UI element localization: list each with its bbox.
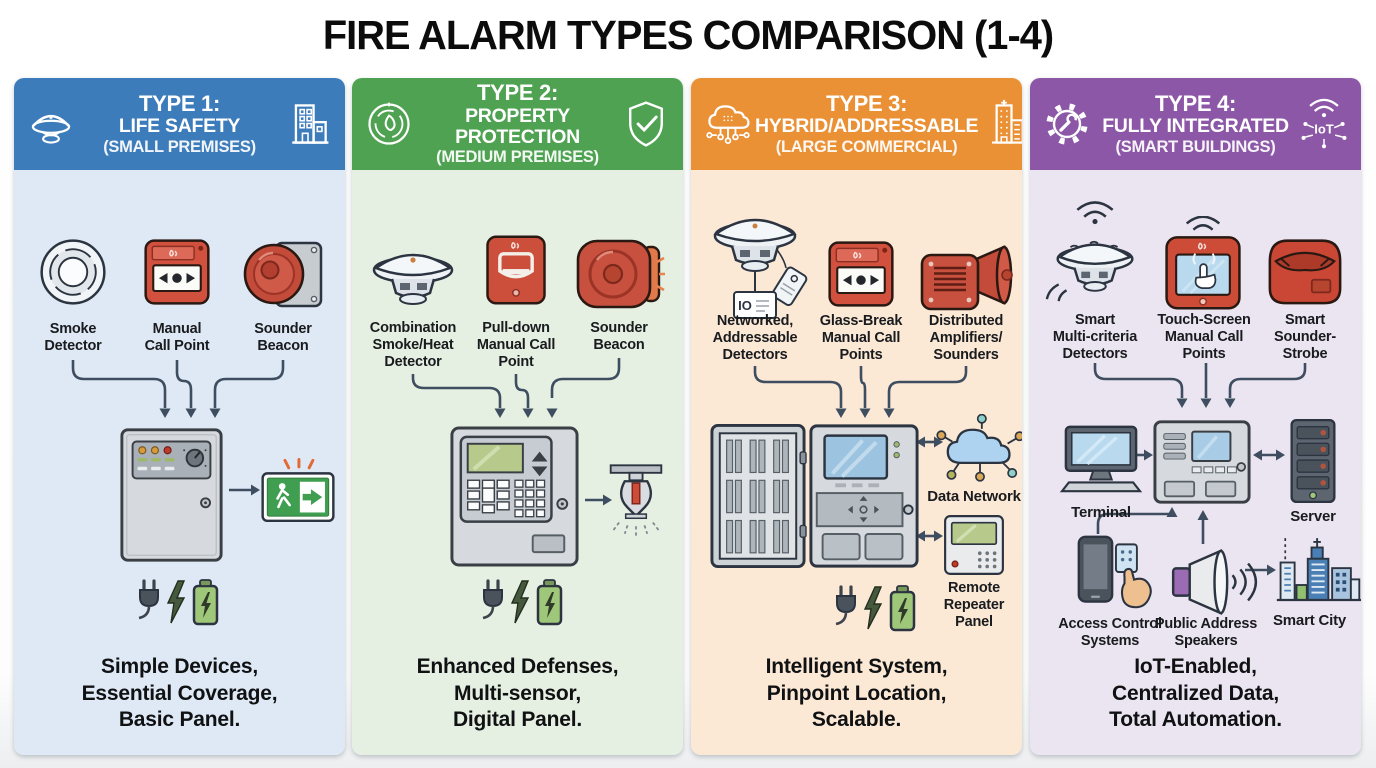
device-label: Smart Sounder- Strobe — [1273, 312, 1337, 362]
type1-header: TYPE 1: LIFE SAFETY (SMALL PREMISES) — [14, 78, 345, 170]
remote-repeater-panel-icon — [941, 512, 1007, 578]
smoke-detector-icon — [24, 98, 78, 150]
type-name: HYBRID/ADDRESSABLE — [755, 115, 979, 138]
detector-id-tag-text: IO — [738, 298, 752, 313]
sprinkler-icon — [606, 460, 666, 540]
type-label: TYPE 3: — [826, 91, 908, 117]
type-label: TYPE 1: — [138, 91, 221, 117]
type-label: TYPE 4: — [1154, 91, 1237, 117]
type4-header: TYPE 4: FULLY INTEGRATED (SMART BUILDING… — [1030, 78, 1361, 170]
tower-building-icon — [978, 98, 1022, 150]
sounder-beacon-icon — [573, 234, 665, 314]
gear-wrench-icon — [1040, 98, 1094, 150]
integrated-panel-icon — [1152, 418, 1252, 506]
combination-smoke-heat-detector-icon — [368, 240, 458, 312]
type2-summary: Enhanced Defenses, Multi-sensor, Digital… — [416, 655, 619, 732]
type-scope: (SMART BUILDINGS) — [1115, 137, 1276, 156]
terminal-icon — [1056, 422, 1146, 500]
flame-badge-icon — [362, 98, 416, 150]
type4-column: TYPE 4: FULLY INTEGRATED (SMART BUILDING… — [1030, 78, 1361, 755]
distributed-amplifier-sounder-icon — [918, 238, 1014, 318]
networked-addressable-detector-icon: IO — [713, 218, 808, 319]
server-icon — [1287, 416, 1339, 506]
glass-break-call-point-icon — [823, 236, 899, 312]
iot-icon: IoT — [1297, 98, 1351, 150]
type4-header-text: TYPE 4: FULLY INTEGRATED (SMART BUILDING… — [1094, 91, 1297, 156]
smoke-detector-icon — [35, 234, 111, 310]
node-label: Public Address Speakers — [1154, 616, 1258, 649]
sounder-beacon-icon — [241, 234, 325, 314]
type3-body: IO Networked, Addressable Detectors Glas… — [691, 170, 1022, 755]
device-label: Smart Multi-criteria Detectors — [1052, 312, 1138, 362]
exit-sign-icon — [258, 458, 338, 526]
type1-column: TYPE 1: LIFE SAFETY (SMALL PREMISES) — [14, 78, 345, 755]
type2-header-text: TYPE 2: PROPERTY PROTECTION (MEDIUM PREM… — [416, 80, 619, 167]
type4-body: Smart Multi-criteria Detectors Touch-Scr… — [1030, 170, 1361, 755]
type-name: PROPERTY PROTECTION — [455, 104, 580, 149]
node-label: Smart City — [1272, 612, 1347, 629]
touch-screen-call-point-icon — [1157, 216, 1249, 320]
shield-check-icon — [619, 98, 673, 150]
power-supply-icons — [825, 582, 921, 634]
pull-down-call-point-icon — [478, 232, 554, 308]
type1-body: Smoke Detector Manual Call Point Sounder… — [14, 170, 345, 755]
type2-body: Combination Smoke/Heat Detector Pull-dow… — [352, 170, 683, 755]
device-label: Sounder Beacon — [590, 320, 648, 353]
device-label: Sounder Beacon — [254, 321, 312, 354]
device-label: Pull-down Manual Call Point — [476, 320, 556, 370]
device-label: Touch-Screen Manual Call Points — [1157, 312, 1251, 362]
type4-summary: IoT-Enabled, Centralized Data, Total Aut… — [1109, 655, 1282, 732]
basic-panel-icon — [118, 425, 225, 565]
type2-header: TYPE 2: PROPERTY PROTECTION (MEDIUM PREM… — [352, 78, 683, 170]
type-name: FULLY INTEGRATED — [1102, 115, 1289, 138]
smart-multicriteria-detector-icon — [1041, 200, 1149, 308]
type3-header: TYPE 3: HYBRID/ADDRESSABLE (LARGE COMMER… — [691, 78, 1022, 170]
node-label: Server — [1290, 508, 1336, 525]
manual-call-point-icon — [139, 234, 215, 310]
cabinet-door-icon — [709, 422, 807, 570]
node-label: Remote Repeater Panel — [943, 580, 1005, 630]
smart-sounder-strobe-icon — [1260, 228, 1350, 310]
device-label: Combination Smoke/Heat Detector — [369, 320, 457, 370]
type3-column: TYPE 3: HYBRID/ADDRESSABLE (LARGE COMMER… — [691, 78, 1022, 755]
device-label: Manual Call Point — [144, 321, 210, 354]
page-title: FIRE ALARM TYPES COMPARISON (1-4) — [322, 12, 1054, 58]
node-label: Terminal — [1071, 504, 1131, 521]
digital-panel-icon — [448, 425, 581, 568]
addressable-panel-icon — [808, 422, 920, 570]
building-icon — [281, 98, 335, 150]
type1-summary: Simple Devices, Essential Coverage, Basi… — [81, 655, 278, 732]
type-scope: (LARGE COMMERCIAL) — [775, 137, 958, 156]
device-label: Smoke Detector — [44, 321, 102, 354]
type-scope: (MEDIUM PREMISES) — [436, 148, 599, 167]
type1-header-text: TYPE 1: LIFE SAFETY (SMALL PREMISES) — [78, 91, 281, 156]
power-supply-icons — [472, 576, 568, 628]
smart-city-icon — [1274, 530, 1361, 610]
device-label: Glass-Break Manual Call Points — [819, 313, 903, 363]
device-label: Distributed Amplifiers/ Sounders — [928, 313, 1004, 363]
type-scope: (SMALL PREMISES) — [103, 137, 256, 156]
type3-summary: Intelligent System, Pinpoint Location, S… — [765, 655, 948, 732]
type-label: TYPE 2: — [476, 80, 559, 106]
power-supply-icons — [128, 576, 224, 628]
access-control-icon — [1070, 532, 1160, 612]
iot-icon-text: IoT — [1314, 121, 1334, 136]
node-label: Data Network — [927, 488, 1021, 505]
data-network-icon — [934, 414, 1022, 486]
type3-header-text: TYPE 3: HYBRID/ADDRESSABLE (LARGE COMMER… — [755, 91, 979, 156]
cloud-network-icon — [701, 98, 755, 150]
device-label: Networked, Addressable Detectors — [712, 313, 798, 363]
type-name: LIFE SAFETY — [118, 115, 241, 138]
node-label: Access Control Systems — [1058, 616, 1162, 649]
type2-column: TYPE 2: PROPERTY PROTECTION (MEDIUM PREM… — [352, 78, 683, 755]
pa-speaker-icon — [1168, 546, 1262, 618]
